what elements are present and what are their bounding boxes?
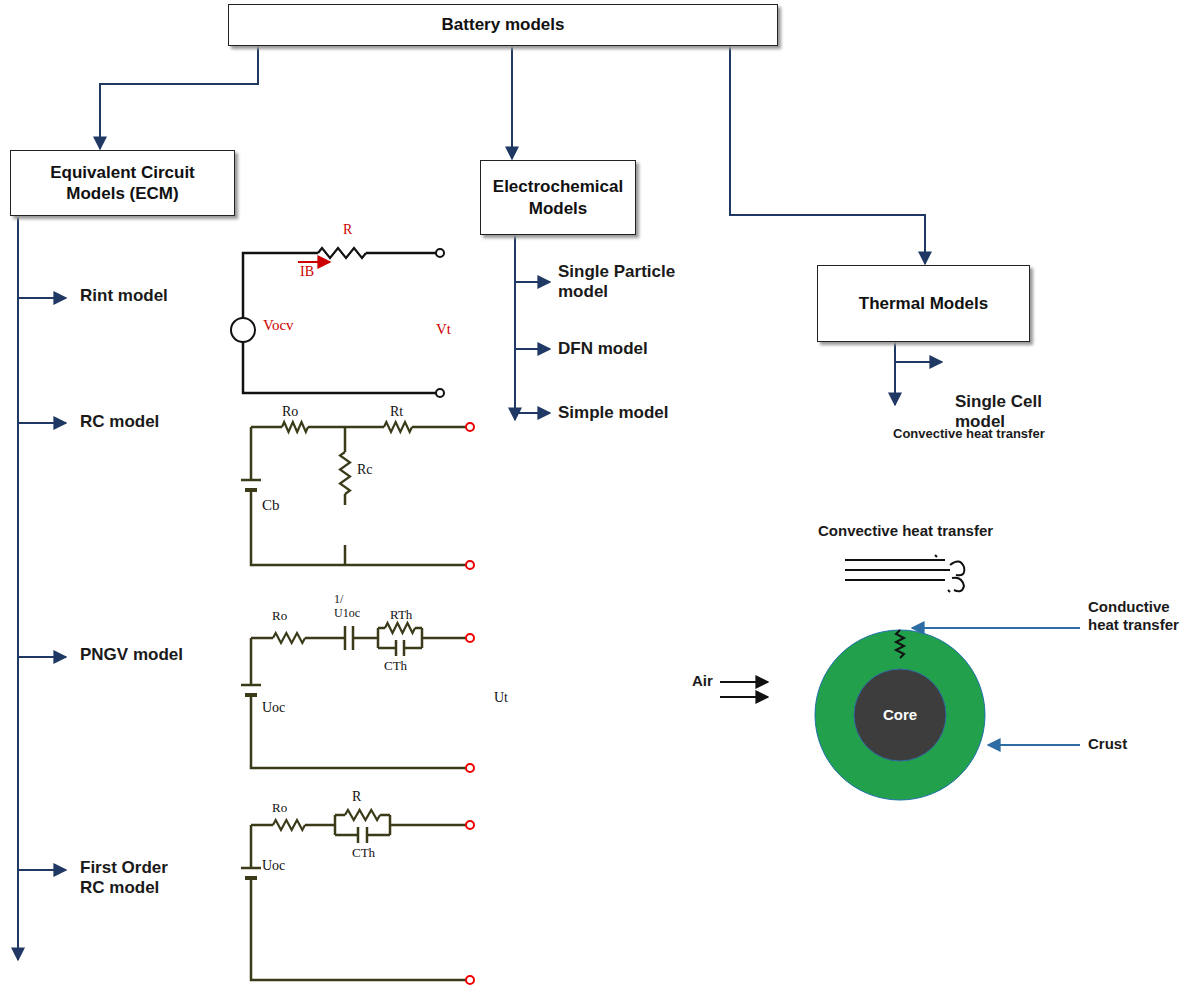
resistor-symbol [318, 248, 366, 258]
component-label: Uoc [262, 858, 285, 875]
component-label: Rt [390, 404, 403, 421]
model-label: PNGV model [80, 645, 183, 665]
root-box: Battery models [228, 4, 778, 46]
core-circle: Core [853, 668, 947, 762]
pngv-circuit [241, 626, 474, 772]
category-box: Thermal Models [817, 265, 1030, 342]
resistor-symbol [385, 623, 415, 633]
model-label: DFN model [558, 339, 648, 359]
component-label: RTh [390, 607, 412, 623]
first-order-circuit [241, 815, 474, 984]
component-label: Uoc [262, 700, 285, 717]
resistor-symbol [273, 633, 305, 643]
component-label: Ro [282, 404, 298, 421]
model-label: Rint model [80, 286, 168, 306]
component-label: CTh [384, 658, 407, 674]
tree-connector [100, 46, 258, 149]
resistor-symbol [340, 452, 350, 494]
model-label: Convective heat transfer [893, 426, 1045, 442]
component-label: 1/ U1oc [334, 592, 366, 621]
resistor-symbols [273, 248, 415, 830]
component-label: Vocv [263, 316, 294, 334]
thermal-cell [720, 555, 1080, 800]
resistor-symbol [273, 820, 305, 830]
node-label: Electrochemical Models [481, 172, 635, 223]
model-label: RC model [80, 412, 159, 432]
rc-circuit [241, 423, 474, 569]
node-label: Thermal Models [851, 289, 996, 318]
resistor-symbol [282, 422, 308, 432]
tree-connector [730, 46, 925, 264]
model-label: Single Particle model [558, 262, 698, 303]
tree-connector [511, 46, 513, 159]
component-label: Ro [272, 800, 287, 816]
component-label: R [343, 222, 352, 239]
component-label: Vt [436, 320, 451, 338]
model-label: Crust [1088, 735, 1127, 753]
tree-lines [18, 217, 942, 960]
component-label: Cb [262, 496, 280, 514]
node-label: Equivalent Circuit Models (ECM) [11, 158, 234, 209]
model-label: Conductive heat transfer [1088, 598, 1193, 634]
rint-circuit [231, 249, 444, 397]
category-box: Equivalent Circuit Models (ECM) [10, 150, 235, 216]
component-label: R [352, 789, 361, 806]
node-label: Core [883, 706, 917, 725]
category-box: Electrochemical Models [480, 160, 636, 235]
node-label: Battery models [434, 10, 573, 39]
resistor-symbol [345, 810, 380, 820]
component-label: Ut [494, 690, 508, 707]
model-label: Convective heat transfer [818, 522, 993, 540]
component-label: Rc [357, 462, 373, 479]
model-label: First Order RC model [80, 858, 195, 899]
model-label: Simple model [558, 403, 669, 423]
component-label: Ro [272, 608, 287, 624]
component-label: CTh [352, 845, 375, 861]
resistor-symbol [384, 422, 412, 432]
model-label: Air [692, 672, 713, 690]
component-label: IB [300, 264, 314, 281]
